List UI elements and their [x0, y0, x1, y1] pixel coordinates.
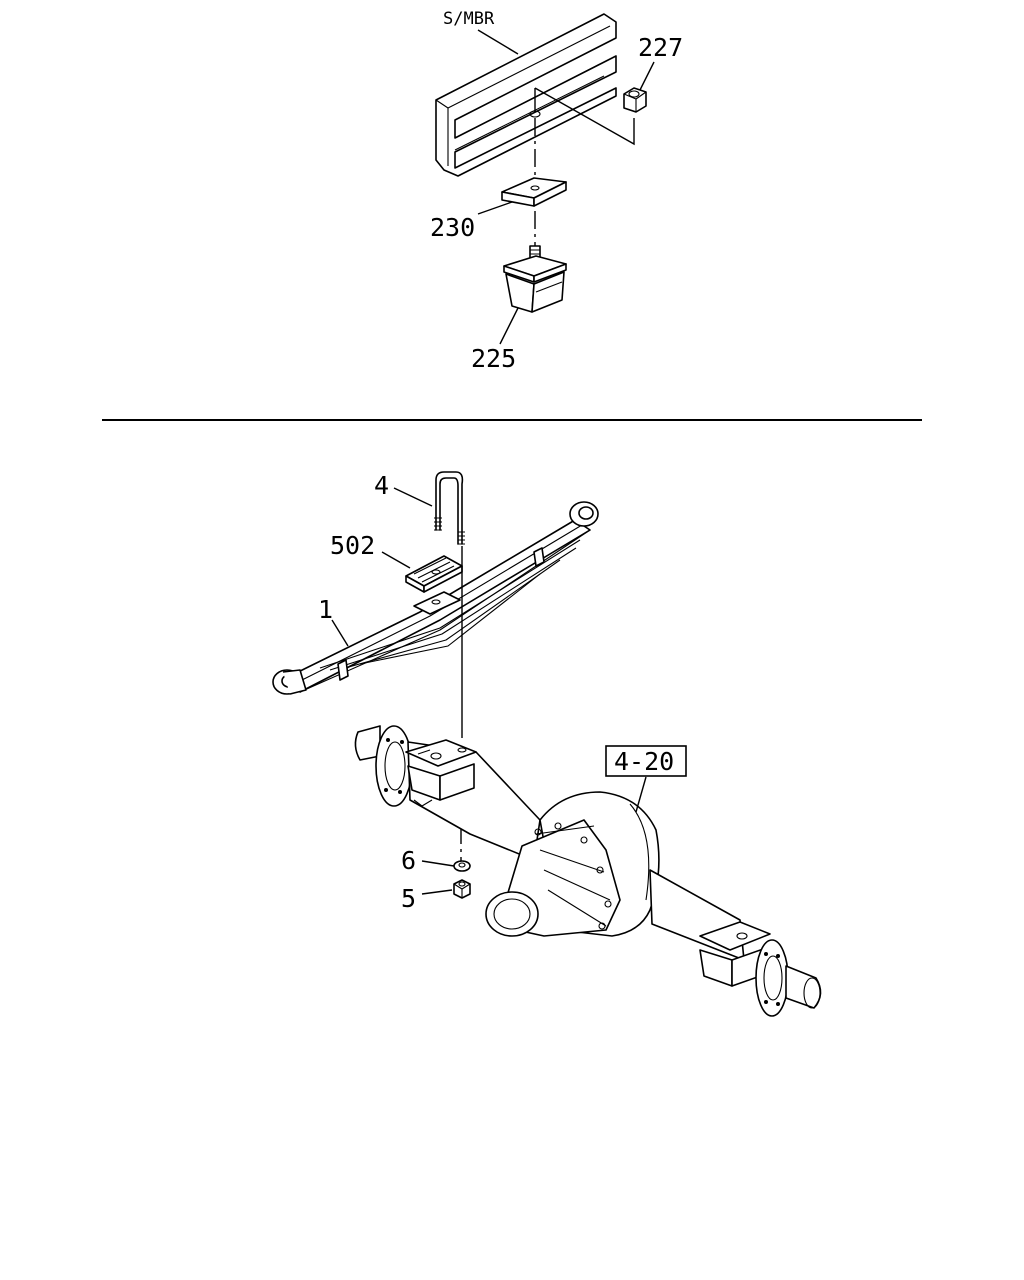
nut-lower-label: 5: [401, 884, 416, 913]
spacer-plate: [501, 177, 567, 207]
spring-seat-label: 502: [330, 531, 375, 560]
u-bolt: [434, 471, 465, 545]
leaf-spring-label: 1: [318, 595, 333, 624]
upper-nut: [623, 87, 647, 113]
bump-stopper: [503, 245, 567, 313]
axle-ref-label: 4-20: [614, 747, 674, 776]
spacer-plate-label: 230: [430, 213, 475, 242]
u-bolt-label: 4: [374, 471, 389, 500]
washer-label: 6: [401, 846, 416, 875]
nut-bracket-line: [534, 87, 635, 146]
leaf-spring: [272, 501, 599, 695]
side-member-label: S/MBR: [443, 9, 495, 29]
axle-ref-box: [605, 745, 687, 777]
side-member-rail: [435, 13, 617, 177]
lower-nut: [453, 879, 471, 899]
spring-seat-plate: [405, 555, 463, 593]
axle-housing: [354, 725, 822, 1017]
bump-stopper-label: 225: [471, 344, 516, 373]
washer: [453, 860, 471, 872]
nut-upper-label: 227: [638, 33, 683, 62]
